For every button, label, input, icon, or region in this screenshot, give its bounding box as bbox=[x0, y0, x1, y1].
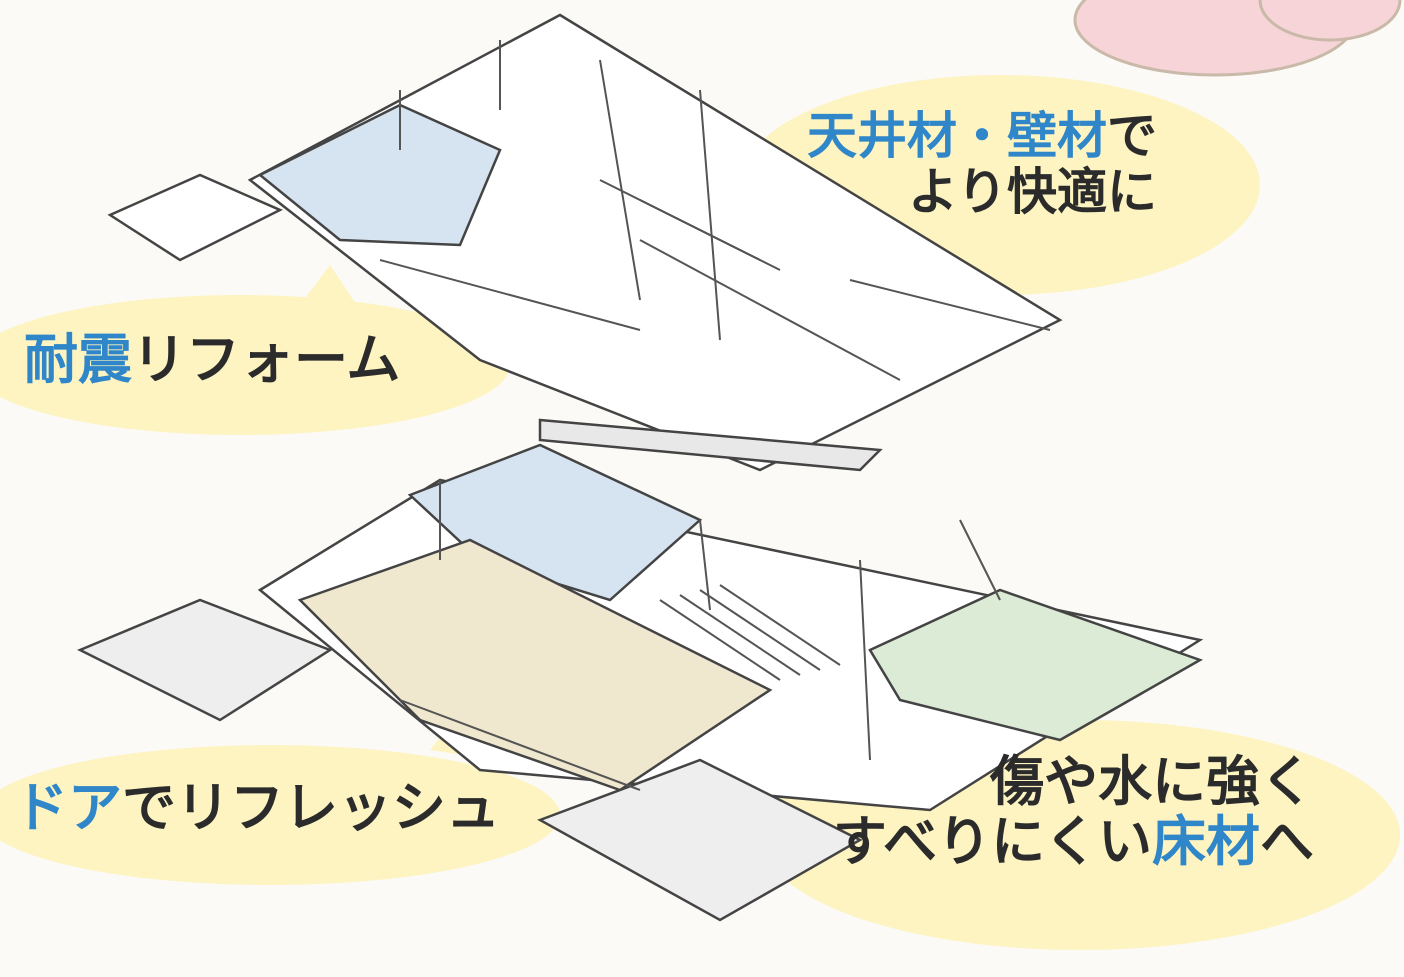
callout-door-rest: でリフレッシュ bbox=[122, 776, 500, 839]
callout-seismic-reform: 耐震リフォーム bbox=[24, 328, 401, 391]
lower-floor bbox=[76, 443, 1204, 922]
callout-ceiling-line2: より快適に bbox=[908, 163, 1157, 221]
upper-balcony bbox=[107, 173, 283, 262]
callout-door-refresh: ドアでリフレッシュ bbox=[14, 776, 500, 839]
lower-floor-walls bbox=[399, 480, 1001, 791]
callout-floor-pre: すべりにくい bbox=[832, 810, 1152, 874]
bubble-door bbox=[0, 745, 560, 885]
lower-room-green bbox=[868, 588, 1203, 742]
callout-ceiling-suffix: で bbox=[1107, 107, 1157, 165]
lower-terrace-left bbox=[76, 598, 333, 722]
callout-ceiling-walls: 天井材・壁材で より快適に bbox=[780, 108, 1157, 220]
upper-floor bbox=[107, 13, 1063, 472]
upper-floor-walls bbox=[379, 40, 1051, 381]
callout-floor-line1: 傷や水に強く bbox=[990, 750, 1314, 813]
callout-seismic-highlight: 耐震 bbox=[24, 328, 132, 391]
callout-door-highlight: ドア bbox=[14, 776, 122, 839]
callout-floor-post: へ bbox=[1260, 810, 1314, 874]
staircase bbox=[659, 584, 841, 681]
callout-seismic-rest: リフォーム bbox=[132, 328, 401, 391]
lower-terrace-front bbox=[537, 758, 863, 922]
callout-flooring: 傷や水に強く すべりにくい床材へ bbox=[808, 750, 1314, 873]
bubble-seismic-tail bbox=[300, 265, 360, 310]
bubble-seismic bbox=[0, 295, 510, 435]
pink-cloud-decoration bbox=[1073, 0, 1402, 77]
upper-room-blue bbox=[257, 103, 502, 247]
callout-ceiling-line1: 天井材・壁材で bbox=[780, 108, 1157, 164]
callout-floor-line2: すべりにくい床材へ bbox=[808, 812, 1314, 872]
upper-floor-front-wall bbox=[538, 418, 883, 472]
callout-floor-highlight: 床材 bbox=[1152, 810, 1260, 874]
callout-ceiling-highlight: 天井材・壁材 bbox=[807, 107, 1107, 165]
